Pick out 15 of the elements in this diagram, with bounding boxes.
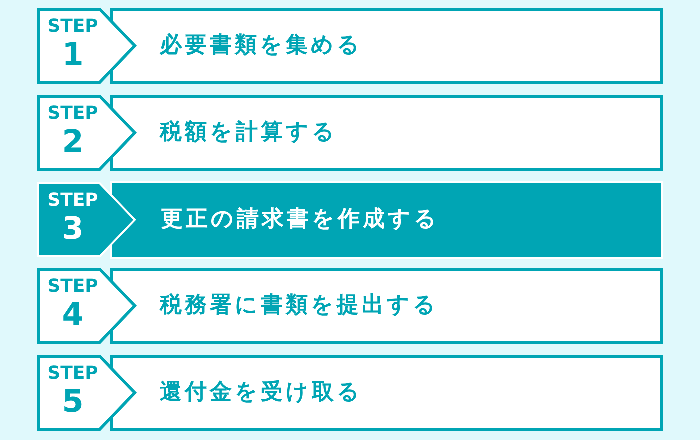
step-title: 税額を計算する (160, 119, 338, 147)
step-number: 2 (62, 124, 84, 160)
step-number: 3 (62, 211, 84, 247)
step-number: 5 (62, 384, 84, 420)
step-word: STEP (48, 16, 98, 37)
step-title: 更正の請求書を作成する (161, 206, 440, 234)
step-number: 1 (62, 37, 84, 73)
step-title: 税務署に書類を提出する (160, 292, 439, 320)
step-word: STEP (48, 276, 98, 297)
step-title: 必要書類を集める (160, 32, 363, 60)
step-title: 還付金を受け取る (160, 379, 363, 407)
step-word: STEP (48, 363, 98, 384)
step-number: 4 (62, 297, 84, 333)
step-word: STEP (48, 190, 98, 211)
step-word: STEP (48, 103, 98, 124)
